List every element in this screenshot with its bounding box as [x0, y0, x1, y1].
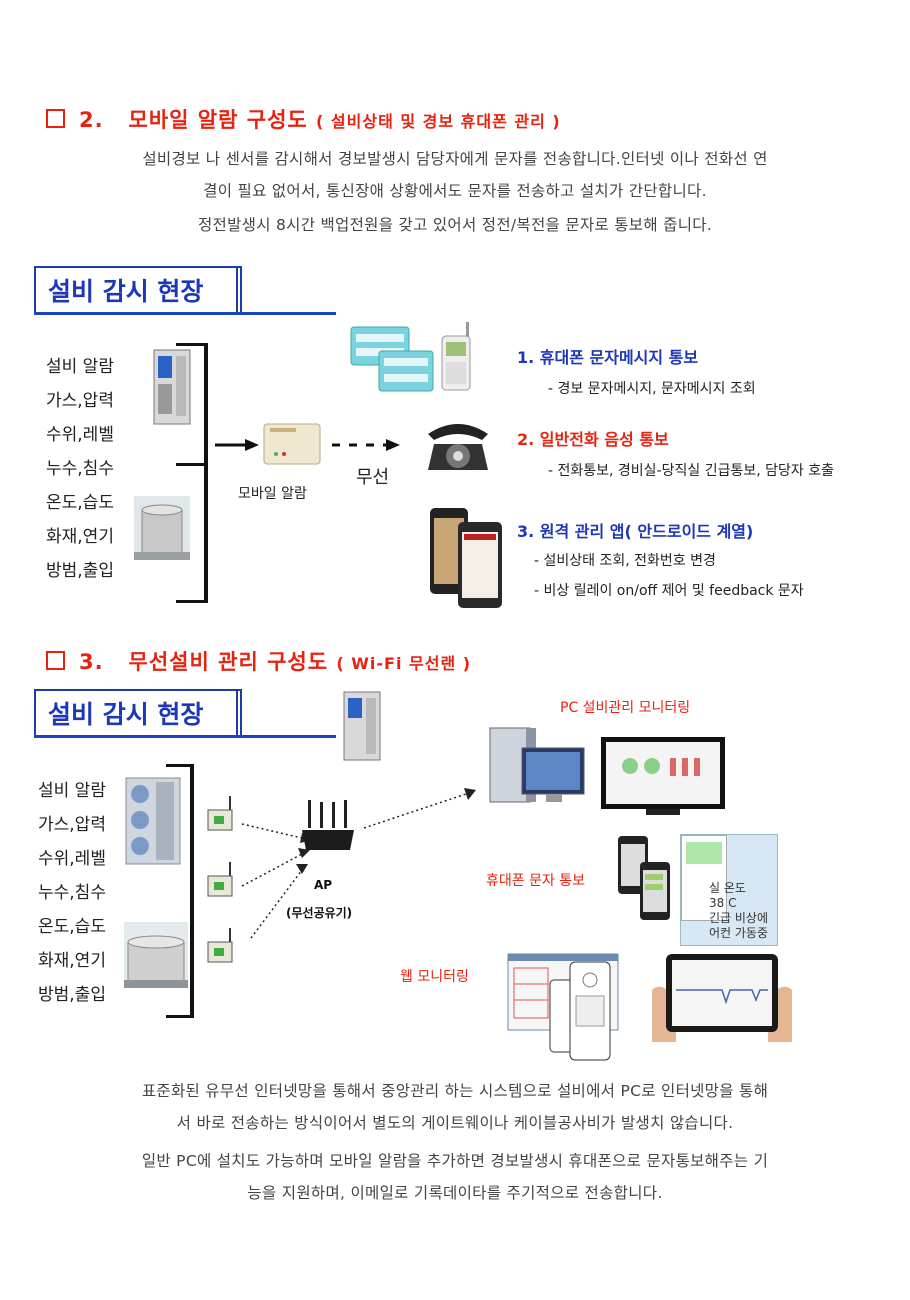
- sms-screen-panel: 실 온도 38 C 긴급 비상에 어컨 가동중: [680, 834, 778, 946]
- sensor-item: 가스,압력: [38, 815, 106, 835]
- feature-3-sub2: - 비상 릴레이 on/off 제어 및 feedback 문자: [534, 583, 804, 599]
- sensor-item: 온도,습도: [38, 917, 106, 937]
- sensor-bracket: [176, 343, 208, 603]
- desktop-pc-image: [486, 722, 594, 806]
- dotted-arrow-icon: [362, 786, 478, 836]
- sensor-list: 설비 알람 가스,압력 수위,레벨 누수,침수 온도,습도 화재,연기 방범,출…: [38, 774, 106, 1012]
- section2-heading: 2. 모바일 알람 구성도 ( 설비상태 및 경보 휴대폰 관리 ): [46, 104, 561, 134]
- section2-subtitle: ( 설비상태 및 경보 휴대폰 관리 ): [316, 112, 561, 131]
- wireless-module-icon: [206, 862, 236, 898]
- section3-heading: 3. 무선설비 관리 구성도 ( Wi-Fi 무선랜 ): [46, 646, 471, 676]
- sensor-item: 화재,연기: [46, 527, 114, 547]
- sensor-item: 방범,출입: [38, 985, 106, 1005]
- wireless-label: 무선: [356, 467, 390, 488]
- section2-paragraph-2: 정전발생시 8시간 백업전원을 갖고 있어서 정전/복전을 문자로 통보해 줍니…: [197, 216, 713, 234]
- smartphones-image: [616, 834, 672, 922]
- equipment-cabinet-image: [342, 690, 382, 762]
- sensor-item: 방범,출입: [46, 561, 114, 581]
- sensor-item: 화재,연기: [38, 951, 106, 971]
- sensor-item: 누수,침수: [46, 459, 114, 479]
- monitor-dashboard-image: [600, 736, 726, 816]
- feature-3-title: 3. 원격 관리 앱( 안드로이드 계열): [517, 522, 754, 541]
- section2-site-banner: 설비 감시 현장: [34, 266, 242, 314]
- section3-paragraph-2: 일반 PC에 설치도 가능하며 모바일 알람을 추가하면 경보발생시 휴대폰으로…: [141, 1152, 769, 1202]
- banner-underline: [34, 735, 336, 738]
- section2-title: 모바일 알람 구성도: [128, 108, 308, 132]
- sms-card-image: [378, 350, 434, 392]
- ap-label: AP: [314, 878, 333, 892]
- sensor-item: 수위,레벨: [46, 425, 114, 445]
- dashed-arrow-icon: [332, 437, 402, 457]
- rotary-telephone-image: [420, 414, 496, 474]
- equipment-cabinet-image: [152, 348, 192, 426]
- section2-number: 2.: [79, 108, 104, 132]
- mobile-alarm-device-image: [262, 420, 322, 468]
- sensor-item: 온도,습도: [46, 493, 114, 513]
- checkbox-square-icon: [46, 109, 65, 128]
- tablet-in-hands-image: [652, 950, 792, 1046]
- sensor-item: 수위,레벨: [38, 849, 106, 869]
- sensor-item: 가스,압력: [46, 391, 114, 411]
- banner-underline: [34, 312, 336, 315]
- chiller-equipment-image: [122, 768, 184, 868]
- feature-3-sub: - 설비상태 조회, 전화번호 변경: [534, 553, 716, 569]
- section3-number: 3.: [79, 650, 104, 674]
- checkbox-square-icon: [46, 651, 65, 670]
- web-monitor-screens-image: [506, 952, 622, 1064]
- sensor-item: 누수,침수: [38, 883, 106, 903]
- wireless-module-icon: [206, 928, 236, 964]
- feature-2-sub: - 전화통보, 경비실-당직실 긴급통보, 담당자 호출: [548, 463, 834, 479]
- storage-tank-image: [134, 496, 190, 560]
- web-monitoring-label: 웹 모니터링: [400, 969, 469, 985]
- feature-1-title: 1. 휴대폰 문자메시지 통보: [517, 348, 699, 367]
- pc-monitoring-label: PC 설비관리 모니터링: [560, 700, 691, 716]
- storage-tank-image: [124, 922, 188, 988]
- phone-sms-label: 휴대폰 문자 통보: [486, 873, 586, 889]
- smartphone-app-image: [428, 506, 504, 610]
- mobile-alarm-label: 모바일 알람: [238, 486, 307, 502]
- section3-title: 무선설비 관리 구성도: [128, 650, 329, 674]
- feature-2-title: 2. 일반전화 음성 통보: [517, 430, 669, 449]
- section3-paragraph-1: 표준화된 유무선 인터넷망을 통해서 중앙관리 하는 시스템으로 설비에서 PC…: [141, 1082, 769, 1132]
- arrow-right-icon: [215, 437, 259, 457]
- section2-paragraph-1: 설비경보 나 센서를 감시해서 경보발생시 담당자에게 문자를 전송합니다.인터…: [142, 150, 768, 200]
- ap-sub-label: (무선공유기): [286, 906, 353, 920]
- section3-site-banner: 설비 감시 현장: [34, 689, 242, 737]
- feature-phone-image: [436, 322, 476, 392]
- feature-1-sub: - 경보 문자메시지, 문자메시지 조회: [548, 381, 756, 397]
- wifi-router-image: [300, 800, 356, 854]
- wireless-module-icon: [206, 796, 236, 832]
- sensor-list: 설비 알람 가스,압력 수위,레벨 누수,침수 온도,습도 화재,연기 방범,출…: [46, 350, 114, 588]
- section3-subtitle: ( Wi-Fi 무선랜 ): [336, 654, 472, 673]
- sensor-item: 설비 알람: [38, 781, 106, 801]
- sensor-item: 설비 알람: [46, 357, 114, 377]
- sensor-bracket: [166, 764, 194, 1018]
